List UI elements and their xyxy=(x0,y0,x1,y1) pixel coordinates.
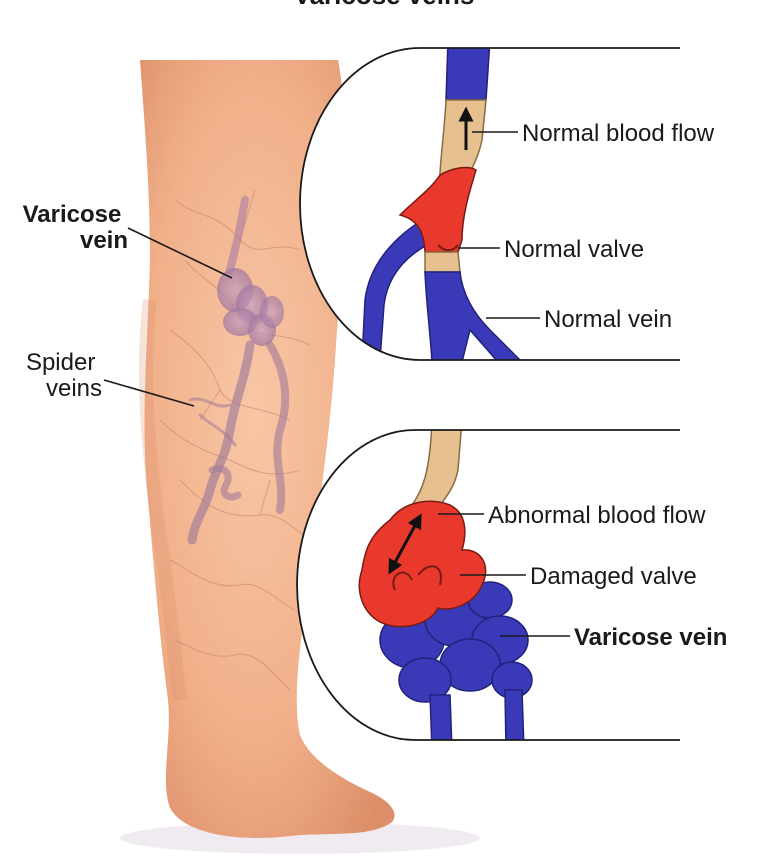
label-normal-valve: Normal valve xyxy=(504,236,644,263)
label-normal-blood-flow: Normal blood flow xyxy=(522,120,715,147)
label-varicose-vein-leg: Varicose vein xyxy=(23,201,128,254)
label-spider-veins: Spider veins xyxy=(26,349,102,402)
label-normal-vein: Normal vein xyxy=(544,306,672,333)
label-spider-veins-line2: veins xyxy=(46,375,102,402)
label-varicose-vein-inset: Varicose vein xyxy=(574,624,727,651)
normal-vein-inset xyxy=(300,40,768,362)
label-varicose-vein-leg-line2: vein xyxy=(80,227,128,254)
label-spider-veins-line1: Spider xyxy=(26,349,95,376)
label-varicose-vein-leg-line1: Varicose xyxy=(23,201,122,228)
label-damaged-valve: Damaged valve xyxy=(530,563,697,590)
diagram-title: Varicose veins xyxy=(294,0,475,10)
label-abnormal-blood-flow: Abnormal blood flow xyxy=(488,502,706,529)
